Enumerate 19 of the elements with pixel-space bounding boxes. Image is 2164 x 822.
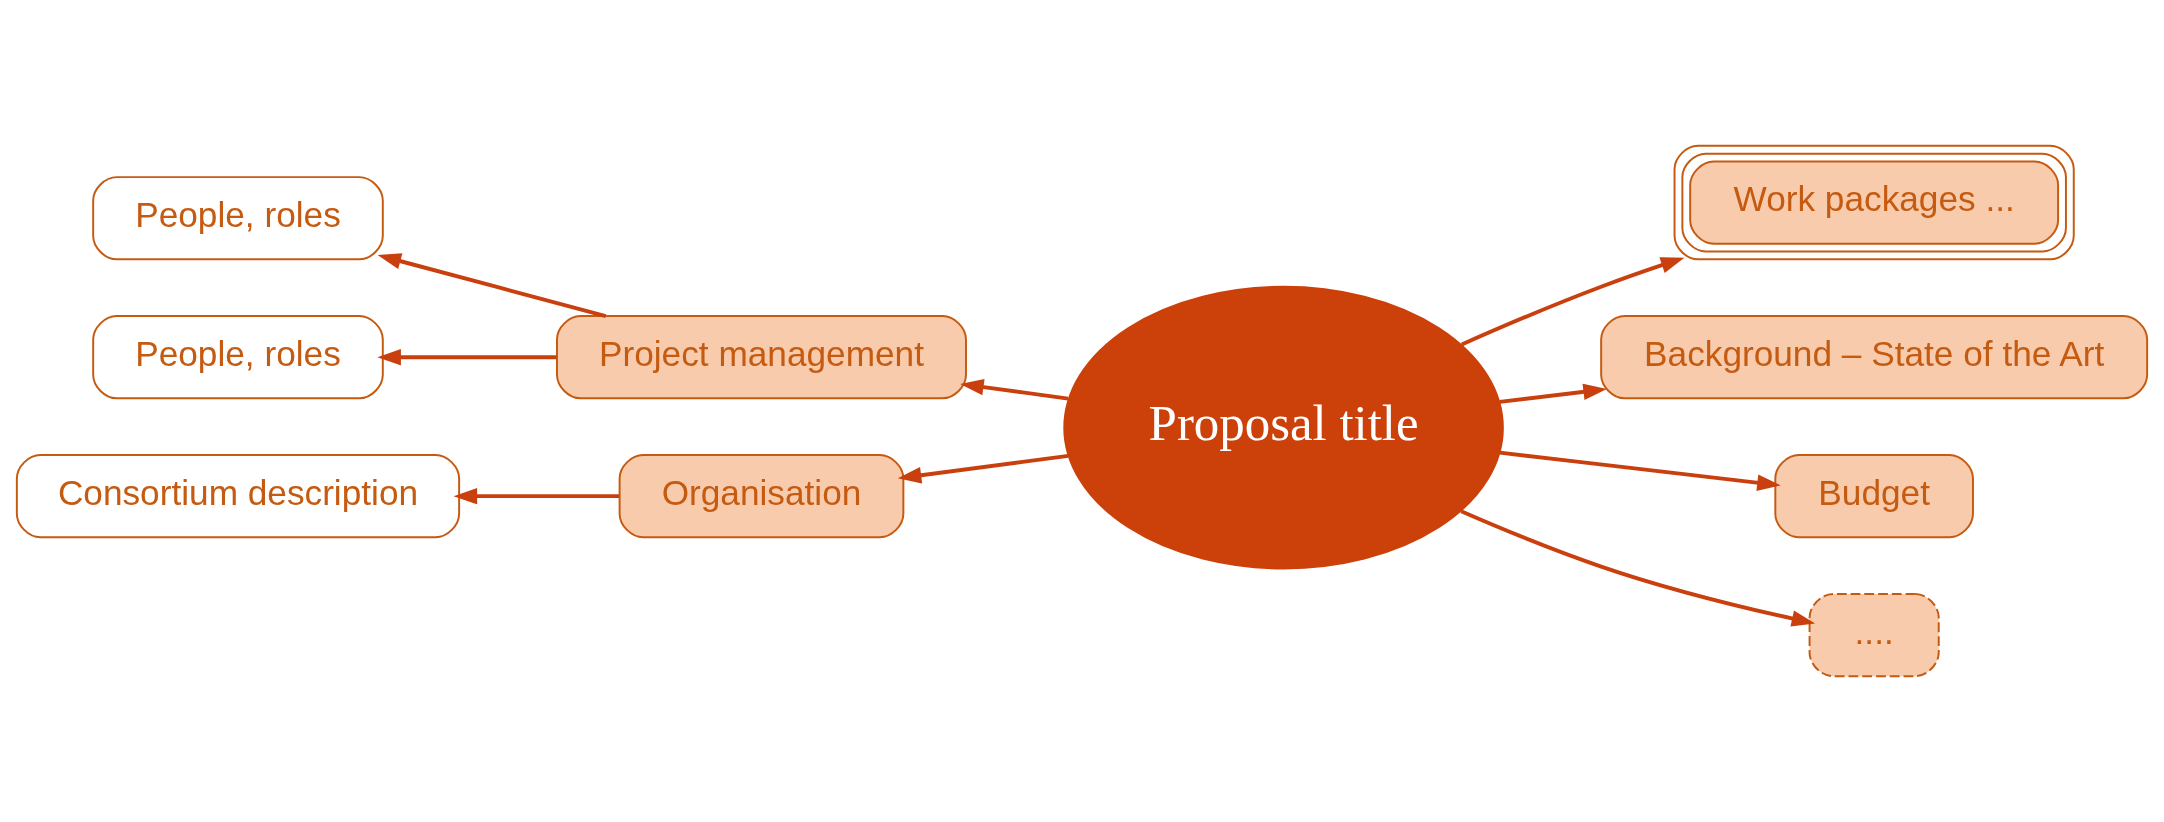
node-box: Background – State of the Art [1600,315,2149,400]
arrow [1499,383,1607,404]
node-box: Consortium description [15,454,461,539]
node-ellipse: Proposal title [1063,285,1504,570]
arrow [1499,450,1781,491]
node-box: Work packages ... [1673,144,2075,261]
node-box: .... [1808,593,1940,678]
arrow [960,378,1069,401]
arrow [377,253,607,318]
arrow [897,453,1069,484]
arrow [1460,257,1685,347]
node-box: People, roles [92,315,384,400]
node-box: Project management [556,315,967,400]
arrow [453,487,620,505]
arrow [377,348,557,366]
arrow [1460,509,1816,627]
node-box: Organisation [618,454,905,539]
node-box: People, roles [92,176,384,261]
node-box: Budget [1774,454,1974,539]
